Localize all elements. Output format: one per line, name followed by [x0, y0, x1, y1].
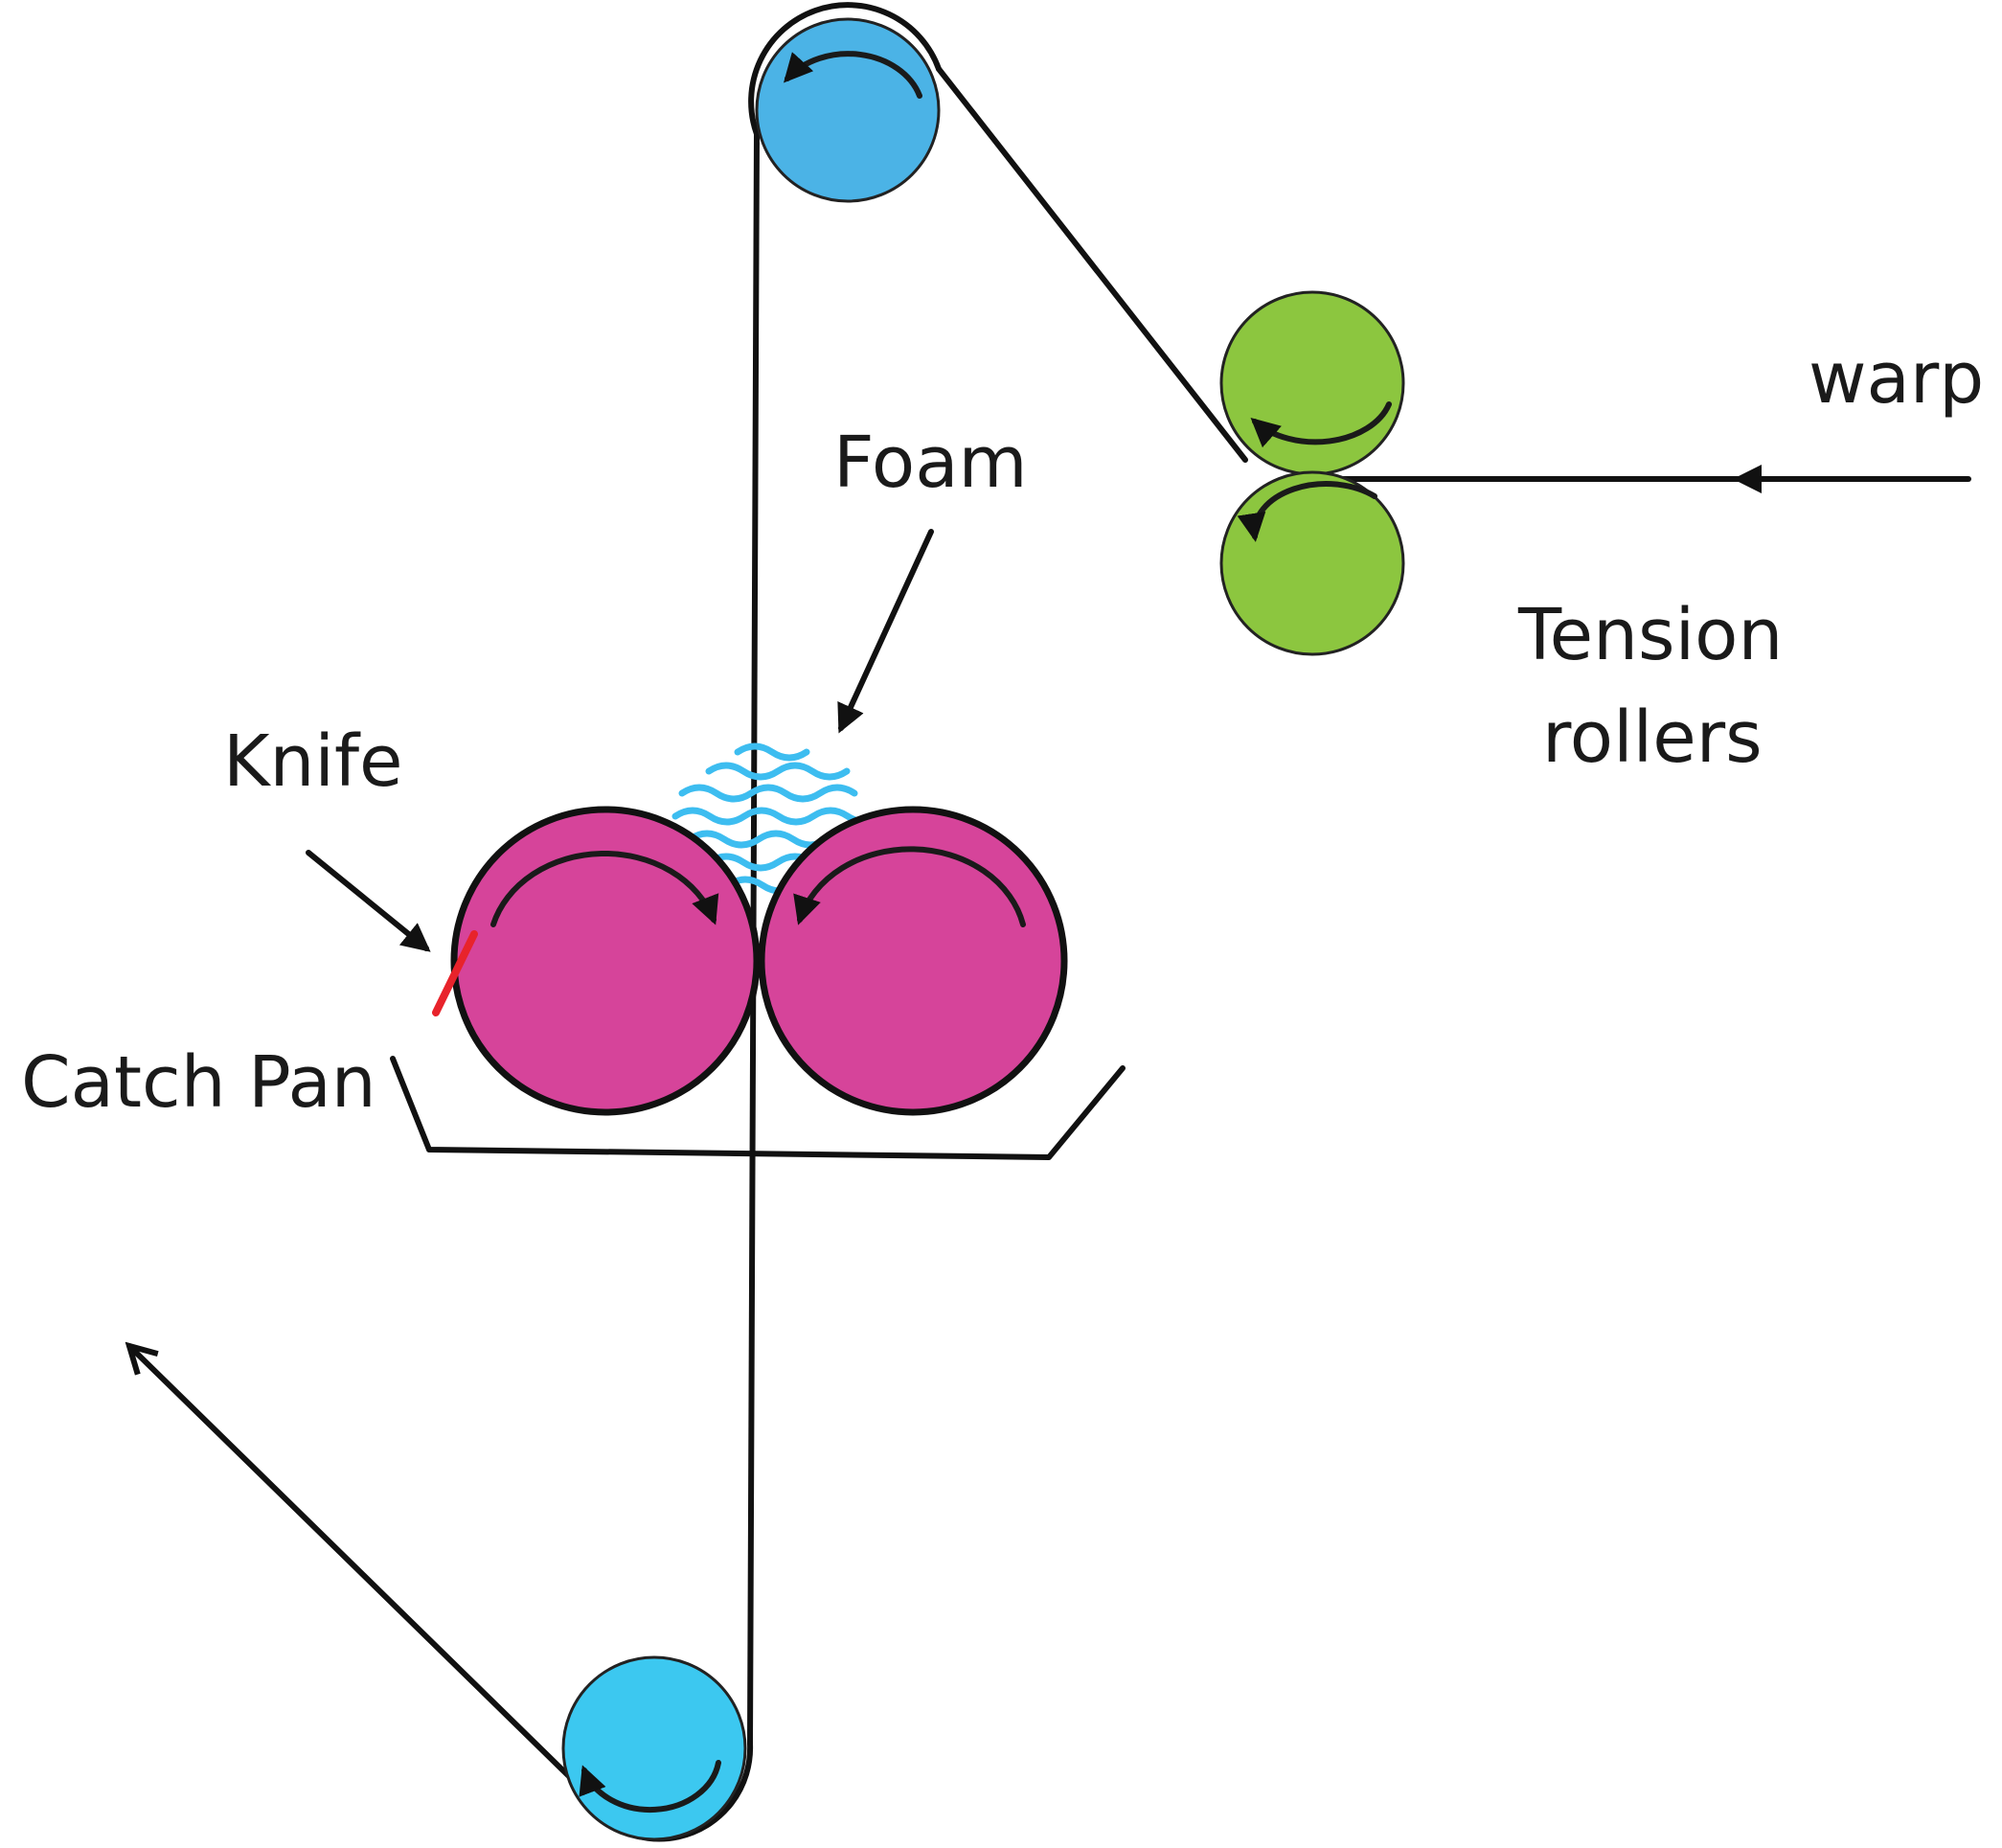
knife-label: Knife: [223, 720, 403, 803]
fabric-outgoing-line: [129, 1346, 578, 1785]
curved-arrow-icon: [783, 51, 922, 99]
curved-arrow-icon: [793, 846, 1026, 927]
pad-roller-right: [758, 806, 1068, 1116]
catch-pan-label: Catch Pan: [21, 1041, 376, 1124]
knife-blade: [432, 930, 478, 1016]
tension-rollers-label-line2: rollers: [1542, 696, 1763, 779]
pad-rollers: [450, 806, 1068, 1116]
foam-pointer-arrow: [837, 529, 934, 734]
fabric-wrap-top-roller: [748, 2, 942, 137]
knife-pointer-arrow: [306, 850, 431, 952]
curved-arrow-icon: [490, 850, 719, 927]
curved-arrow-icon: [1250, 401, 1392, 448]
warp-label: warp: [1809, 337, 1984, 420]
curved-arrow-icon: [1237, 481, 1377, 542]
tension-roller-upper: [1219, 290, 1405, 476]
tension-rollers: [1219, 290, 1405, 656]
top-guide-roller: [755, 17, 941, 203]
catch-pan: [390, 1056, 1126, 1160]
pad-roller-left: [450, 806, 761, 1116]
curved-arrow-icon: [579, 1760, 721, 1814]
fabric-to-top-roller-line: [936, 66, 1248, 463]
tension-roller-lower: [1219, 470, 1405, 656]
foam-label: Foam: [833, 422, 1028, 504]
tension-rollers-label-line1: Tension: [1517, 594, 1783, 676]
top-guide-roller-body: [755, 17, 941, 203]
bottom-guide-roller: [561, 1655, 747, 1841]
